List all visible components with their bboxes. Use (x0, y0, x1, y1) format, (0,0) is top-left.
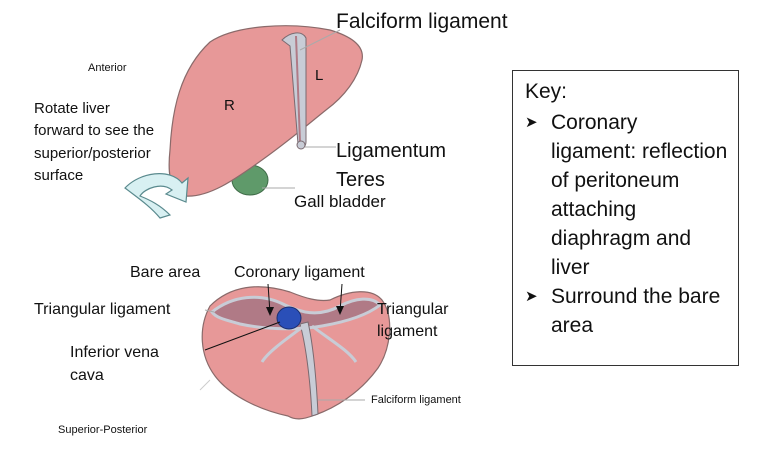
anterior-label: Anterior (88, 62, 127, 74)
rotate-line-1: Rotate liver (34, 100, 110, 117)
ivc-shape (276, 306, 302, 330)
triangular-ligament-right-label-2: ligament (377, 323, 438, 340)
falciform-ligament-top-label: Falciform ligament (336, 10, 508, 33)
triangular-ligament-left-label: Triangular ligament (34, 301, 171, 318)
ligamentum-teres-anterior (295, 35, 301, 143)
left-lobe-label: L (315, 67, 324, 84)
key-item-text: Coronary ligament: reflection of periton… (551, 111, 728, 279)
arrow-bullet-icon: ➤ (525, 288, 538, 305)
rotate-line-3: superior/posterior (34, 145, 151, 162)
superior-posterior-label: Superior-Posterior (58, 424, 148, 436)
ivc-label-1: Inferior vena (70, 344, 159, 361)
bare-area-label: Bare area (130, 264, 201, 281)
coronary-arrowhead (336, 306, 344, 315)
key-item-text: Surround the bare area (551, 285, 721, 337)
rotate-arrow-icon (124, 173, 189, 219)
bare-area-arrowhead (266, 307, 274, 316)
ivc-label-2: cava (70, 367, 104, 384)
falciform-top-leader (299, 29, 341, 51)
falciform-ligament-bottom-label: Falciform ligament (371, 394, 461, 406)
arrow-bullet-icon: ➤ (525, 114, 538, 131)
triangular-left-leader (204, 309, 215, 313)
key-title: Key: (525, 80, 568, 103)
rotate-line-4: surface (34, 167, 84, 184)
coronary-ligament-label: Coronary ligament (234, 264, 365, 281)
key-box: Key: ➤ Coronary ligament: reflection of … (512, 70, 739, 366)
ligamentum-teres-label-2: Teres (336, 169, 385, 191)
ivc-leader (204, 321, 281, 351)
right-lobe-label: R (224, 97, 235, 114)
ligamentum-teres-label-1: Ligamentum (336, 140, 447, 162)
falciform-ligament-superior (299, 321, 319, 417)
key-item: ➤ Coronary ligament: reflection of perit… (525, 108, 728, 282)
gall-bladder-label: Gall bladder (294, 192, 386, 211)
rotate-line-2: forward to see the (34, 122, 155, 139)
triangular-ligament-right-label-1: Triangular (377, 301, 449, 318)
superior-leader (199, 379, 211, 391)
ligamentum-teres-end (296, 140, 306, 150)
key-item: ➤ Surround the bare area (525, 282, 728, 340)
falciform-ligament-branch (260, 324, 358, 363)
liver-anterior-shape (168, 25, 363, 197)
